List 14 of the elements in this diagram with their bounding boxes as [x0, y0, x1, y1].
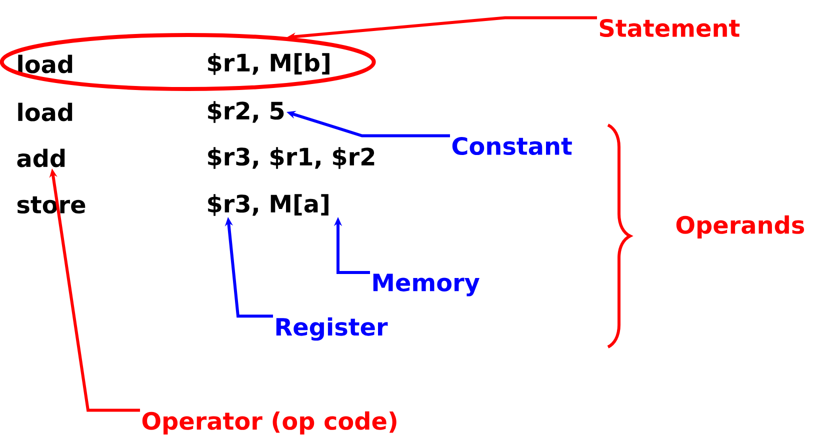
instruction-text: load [18, 54, 72, 74]
instruction-text: load [18, 102, 72, 122]
callout-label: Constant [452, 136, 572, 156]
callout-label: Statement [600, 18, 740, 38]
callout-label: Operator (op code) [142, 411, 396, 435]
ellipse-outline [0, 33, 376, 91]
callout-label: Memory [373, 274, 480, 296]
instruction-text: $r3, M[a] [208, 194, 328, 216]
instruction-text: $r2, 5 [208, 101, 284, 123]
bracket-label: Operands [676, 215, 804, 239]
instruction-text: $r3, $r1, $r2 [208, 147, 374, 169]
callout-label: Register [276, 317, 388, 341]
instruction-text: add [17, 148, 65, 168]
instruction-text: $r1, M[b] [208, 53, 330, 75]
